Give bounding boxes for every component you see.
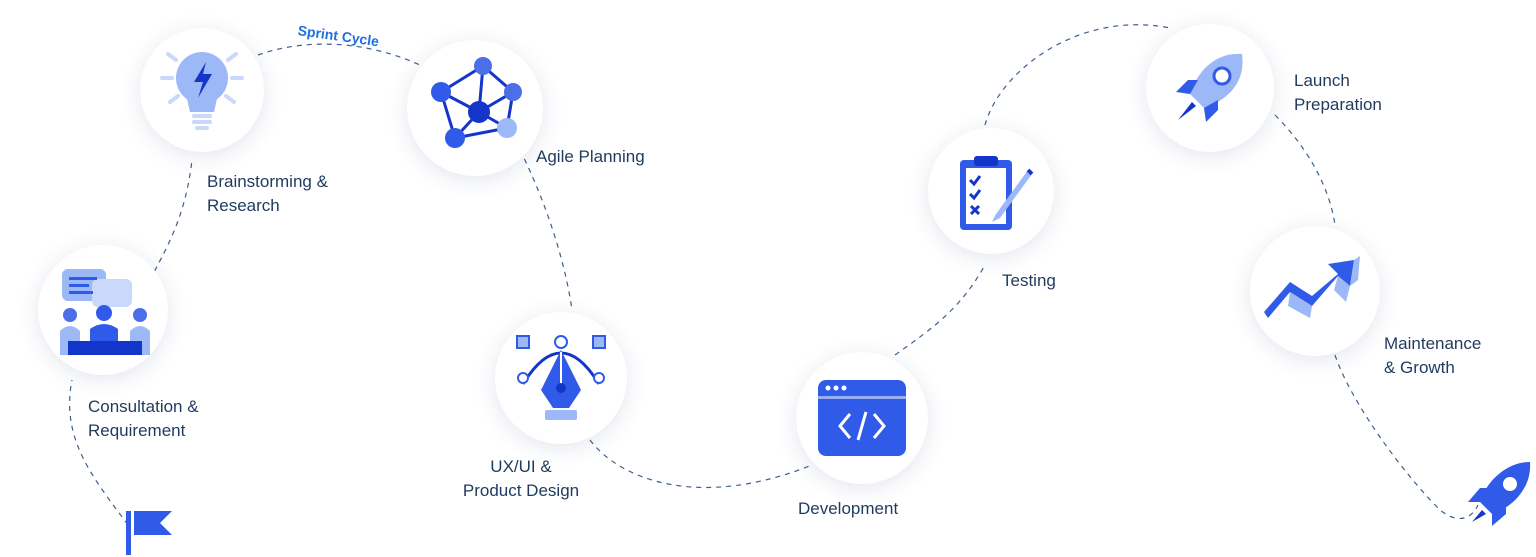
step-consultation-circle	[38, 245, 168, 375]
step-development-line1: Development	[798, 499, 899, 518]
network-icon	[431, 57, 522, 148]
step-launch-label: Launch Preparation	[1294, 69, 1382, 117]
step-maintenance-label: Maintenance & Growth	[1384, 332, 1481, 380]
step-launch-line2: Preparation	[1294, 95, 1382, 114]
step-agile-planning-line1: Agile Planning	[536, 147, 645, 166]
step-brainstorming-line2: Research	[207, 196, 280, 215]
step-maintenance-line1: Maintenance	[1384, 334, 1482, 353]
step-brainstorming-line1: Brainstorming &	[207, 172, 328, 191]
code-window-icon	[818, 380, 906, 456]
meeting-icon	[60, 269, 150, 355]
clipboard-checklist-icon	[960, 156, 1034, 230]
growth-arrow-icon	[1264, 256, 1360, 318]
step-testing-label: Testing	[1002, 269, 1056, 293]
step-development-circle	[796, 352, 928, 484]
step-agile-planning-circle	[407, 40, 543, 176]
step-ux-ui-circle	[495, 312, 627, 444]
flag-icon	[126, 511, 172, 555]
rocket-end-icon	[1468, 462, 1531, 526]
step-ux-ui-line2: Product Design	[462, 481, 580, 500]
step-brainstorming-label: Brainstorming & Research	[207, 170, 328, 218]
step-testing-line1: Testing	[1002, 271, 1056, 290]
step-testing-circle	[928, 128, 1054, 254]
step-consultation-line2: Requirement	[88, 421, 186, 440]
step-agile-planning-label: Agile Planning	[536, 145, 645, 169]
step-consultation-line1: Consultation &	[88, 397, 199, 416]
step-brainstorming-circle	[140, 28, 264, 152]
step-maintenance-circle	[1250, 226, 1380, 356]
step-development-label: Development	[798, 497, 898, 521]
step-ux-ui-line1: UX/UI &	[490, 457, 552, 476]
step-consultation-label: Consultation & Requirement	[88, 395, 199, 443]
step-launch-circle	[1146, 24, 1274, 152]
pen-tool-icon	[516, 335, 606, 420]
step-launch-line1: Launch	[1294, 71, 1350, 90]
step-ux-ui-label: UX/UI & Product Design	[456, 455, 586, 503]
lightbulb-icon	[160, 52, 244, 130]
step-maintenance-line2: & Growth	[1384, 358, 1455, 377]
rocket-icon	[1176, 53, 1243, 122]
